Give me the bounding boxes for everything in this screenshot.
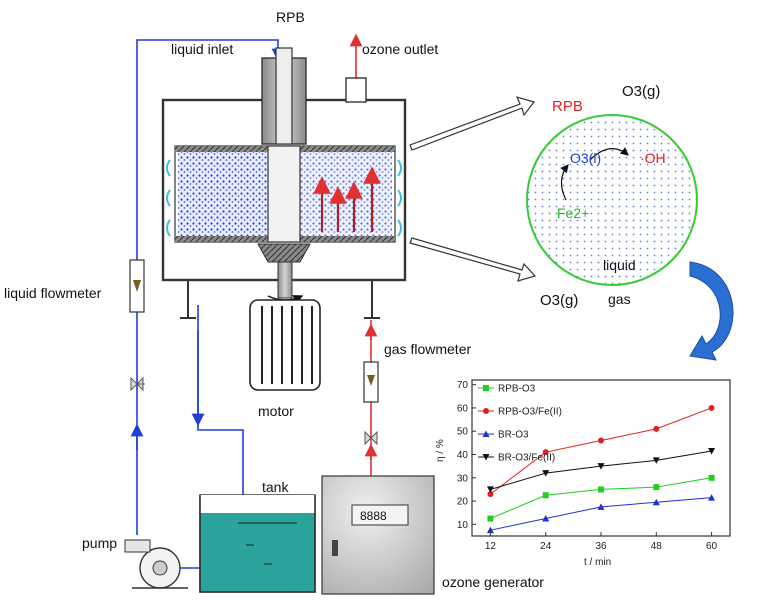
zoom-o3g-bottom: O3(g) <box>540 292 578 309</box>
data-point <box>653 425 660 432</box>
data-point <box>708 494 716 501</box>
data-point <box>486 526 494 534</box>
data-point <box>487 515 494 522</box>
chart-plot-area <box>471 379 731 537</box>
y-tick-label: 10 <box>457 520 469 531</box>
data-point <box>542 515 550 522</box>
y-tick-label: 70 <box>457 380 469 391</box>
legend-label: RPB-O3/Fe(II) <box>498 407 562 418</box>
zoom-circle <box>526 114 698 286</box>
motor <box>249 299 321 391</box>
motor-label: motor <box>258 403 294 419</box>
legend-entry: BR-O3 <box>478 430 529 441</box>
legend-label: BR-O3 <box>498 430 529 441</box>
liquid-flowmeter-label: liquid flowmeter <box>4 285 102 301</box>
data-point <box>487 491 494 498</box>
pump-label: pump <box>82 535 117 551</box>
data-point <box>598 437 604 444</box>
gas-flowmeter <box>363 361 379 403</box>
x-tick-label: 48 <box>651 541 663 552</box>
zoom-arrow-top <box>409 96 536 151</box>
legend-label: BR-O3/Fe(II) <box>498 453 555 464</box>
ozone-outlet-label: ozone outlet <box>362 41 438 57</box>
data-point <box>598 486 604 493</box>
chart-xlabel: t / min <box>584 557 611 568</box>
x-tick-label: 60 <box>706 541 718 552</box>
legend-marker <box>482 454 490 461</box>
series-2 <box>486 494 716 534</box>
series-0 <box>487 474 715 522</box>
rpb-label: RPB <box>276 9 305 25</box>
legend-entry: RPB-O3 <box>478 384 536 395</box>
zoom-rpb-label: RPB <box>552 98 583 115</box>
zoom-arrow-bottom <box>409 237 537 282</box>
x-tick-label: 12 <box>485 541 497 552</box>
gas-valve <box>364 430 378 446</box>
tank <box>199 494 316 593</box>
zoom-gas: gas <box>608 291 631 307</box>
gas-flowmeter-label: gas flowmeter <box>384 341 471 357</box>
chart-ylabel: η / % <box>435 439 446 462</box>
data-point <box>597 503 605 510</box>
data-point <box>542 470 550 477</box>
legend-entry: RPB-O3/Fe(II) <box>478 407 562 418</box>
y-tick-label: 60 <box>457 403 469 414</box>
series-1 <box>487 404 715 498</box>
legend-entry: BR-O3/Fe(II) <box>478 453 555 464</box>
y-tick-label: 40 <box>457 450 469 461</box>
data-point <box>653 484 660 491</box>
zoom-o3g-top: O3(g) <box>622 83 660 100</box>
zoom-oh: ·OH <box>640 150 666 166</box>
ozone-generator <box>321 475 435 595</box>
rpb-vessel <box>161 47 407 319</box>
liquid-inlet-label: liquid inlet <box>171 41 233 57</box>
pump <box>124 539 188 589</box>
generator-display: 8888 <box>360 509 387 523</box>
efficiency-chart: 10 20 30 40 50 60 70 12 24 36 48 60 RPB-O3RPB-O3/Fe… <box>435 379 731 568</box>
legend-marker <box>482 430 490 437</box>
ozone-generator-label: ozone generator <box>442 574 544 590</box>
zoom-fe: Fe2+ <box>557 205 589 221</box>
y-tick-label: 50 <box>457 427 469 438</box>
zoom-o3l: O3(l) <box>570 150 601 166</box>
y-tick-label: 30 <box>457 473 469 484</box>
legend-marker <box>483 385 489 391</box>
data-point <box>542 449 549 456</box>
data-point <box>652 457 660 464</box>
curved-arrow <box>689 261 734 361</box>
zoom-liquid: liquid <box>603 257 636 273</box>
series-3 <box>486 448 716 493</box>
data-point <box>708 474 715 481</box>
data-point <box>708 404 715 411</box>
data-point <box>708 448 716 455</box>
x-tick-label: 24 <box>540 541 552 552</box>
liquid-flowmeter <box>129 259 145 313</box>
data-point <box>486 486 494 493</box>
data-point <box>542 492 549 499</box>
tank-label: tank <box>262 479 289 495</box>
x-tick-label: 36 <box>595 541 607 552</box>
y-tick-label: 20 <box>457 497 469 508</box>
legend-label: RPB-O3 <box>498 384 536 395</box>
data-point <box>652 498 660 506</box>
liquid-valve <box>130 376 145 392</box>
data-point <box>597 463 605 470</box>
legend-marker <box>483 408 489 414</box>
